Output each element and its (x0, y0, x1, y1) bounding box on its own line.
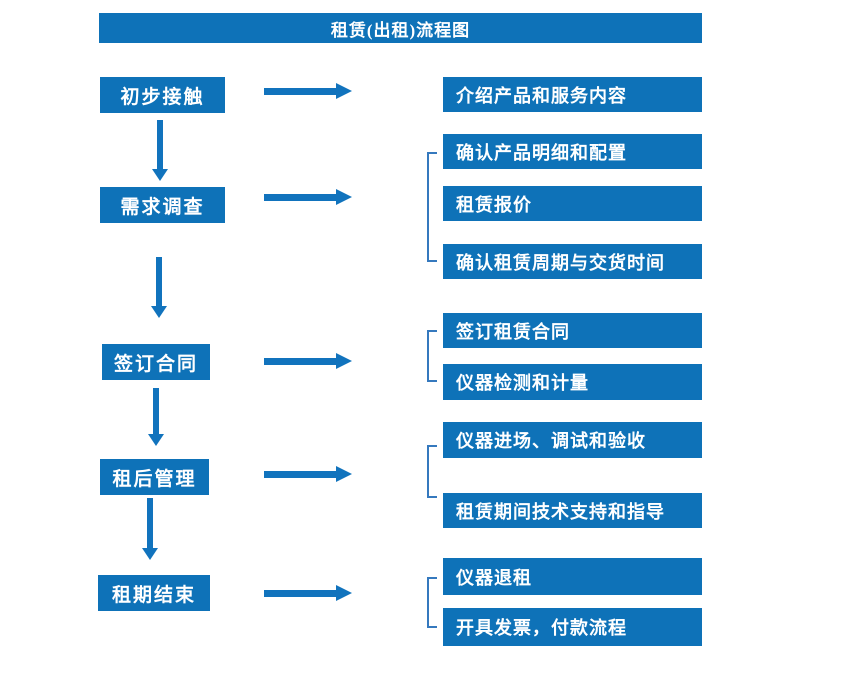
flow-step-box: 签订合同 (102, 344, 210, 380)
flow-detail-box: 租赁报价 (443, 186, 702, 221)
arrow-right-icon (336, 466, 352, 482)
flow-step-box: 租期结束 (98, 575, 210, 611)
arrow-down-icon (151, 306, 167, 318)
flow-detail-box: 确认产品明细和配置 (443, 134, 702, 169)
arrow-down-shaft (156, 257, 162, 307)
arrow-down-shaft (147, 498, 153, 549)
arrow-right-shaft (264, 88, 337, 95)
group-bracket (427, 577, 437, 628)
arrow-down-icon (152, 169, 168, 181)
arrow-down-icon (142, 548, 158, 560)
arrow-right-icon (336, 189, 352, 205)
group-bracket (427, 330, 437, 382)
flow-step-box: 需求调查 (100, 187, 225, 223)
arrow-down-shaft (153, 388, 159, 435)
group-bracket (427, 445, 437, 498)
flow-detail-box: 开具发票，付款流程 (443, 608, 702, 646)
arrow-down-icon (148, 434, 164, 446)
group-bracket (427, 152, 437, 262)
flowchart-title: 租赁(出租)流程图 (99, 13, 702, 43)
flow-detail-box: 仪器检测和计量 (443, 364, 702, 400)
arrow-right-shaft (264, 358, 337, 365)
arrow-right-shaft (264, 590, 337, 597)
arrow-right-shaft (264, 194, 337, 201)
flow-detail-box: 签订租赁合同 (443, 313, 702, 348)
flow-detail-box: 仪器进场、调试和验收 (443, 422, 702, 458)
flow-step-box: 初步接触 (100, 77, 225, 113)
arrow-down-shaft (157, 120, 163, 170)
flow-detail-box: 租赁期间技术支持和指导 (443, 493, 702, 528)
flow-detail-box: 确认租赁周期与交货时间 (443, 244, 702, 279)
flow-detail-box: 仪器退租 (443, 558, 702, 595)
arrow-right-icon (336, 83, 352, 99)
arrow-right-shaft (264, 471, 337, 478)
flow-detail-box: 介绍产品和服务内容 (443, 77, 702, 112)
flow-step-box: 租后管理 (100, 459, 209, 495)
arrow-right-icon (336, 585, 352, 601)
arrow-right-icon (336, 353, 352, 369)
